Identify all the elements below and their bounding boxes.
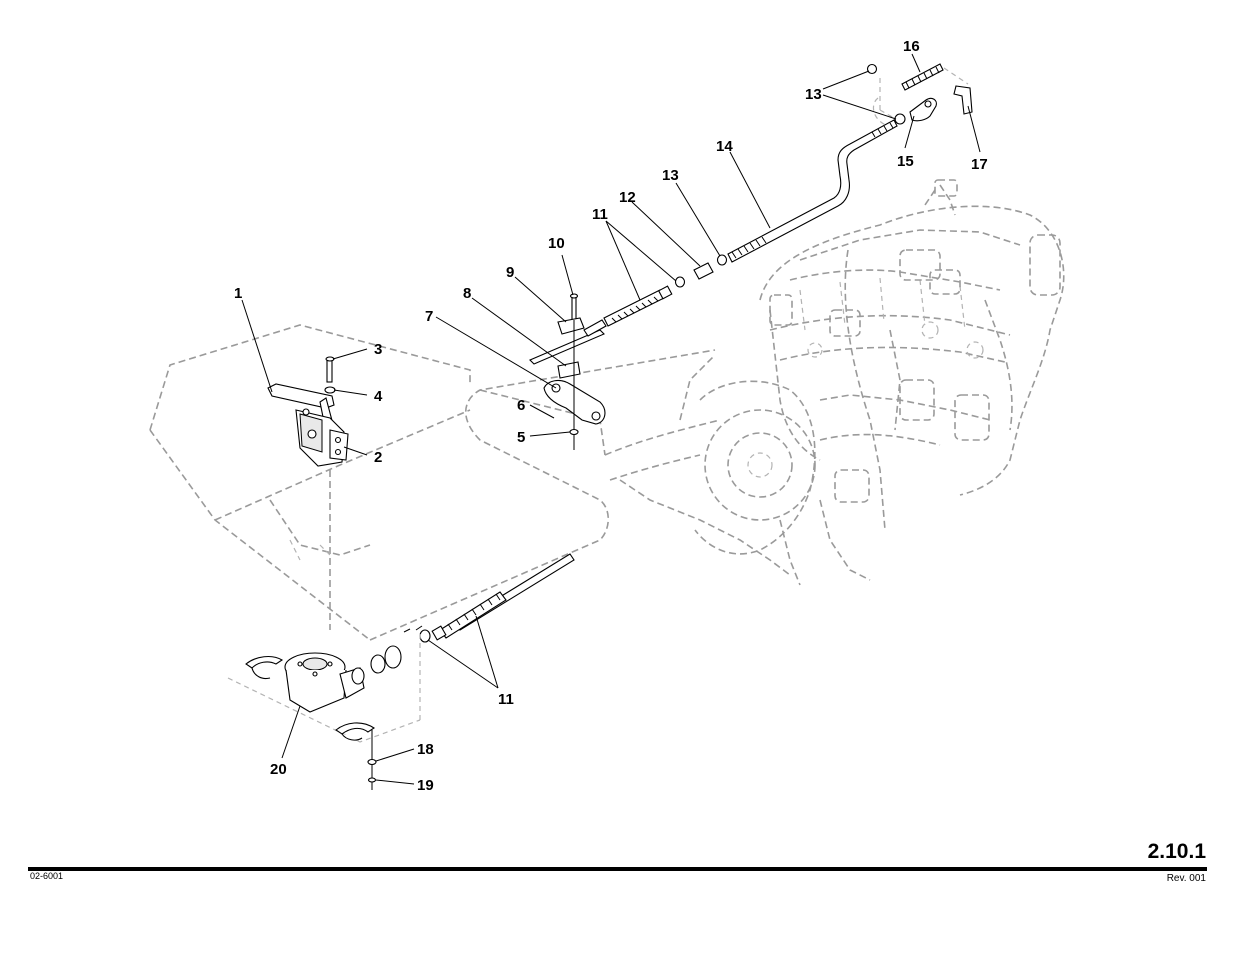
callout-6: 6	[517, 397, 525, 414]
footer-divider	[28, 867, 1207, 871]
throttle-cable-lower	[403, 553, 575, 643]
throttle-rod	[727, 119, 898, 263]
callout-11-upper: 11	[592, 206, 608, 223]
callout-5: 5	[517, 429, 525, 446]
callout-12: 12	[619, 189, 636, 206]
engine-outline	[604, 179, 1065, 586]
rod-end-spring-assembly	[866, 63, 973, 127]
callout-16: 16	[903, 38, 920, 55]
callout-labels: 1 2 3 4 5 6 7 8 9 10 11 11 12 13 13 14 1…	[234, 38, 988, 794]
callout-9: 9	[506, 264, 514, 281]
callout-3: 3	[374, 341, 382, 358]
callout-18: 18	[417, 741, 434, 758]
callout-14: 14	[716, 138, 733, 155]
page-number: 2.10.1	[1147, 840, 1206, 863]
callout-20: 20	[270, 761, 287, 778]
floor-panel-outline	[149, 324, 716, 641]
callout-17: 17	[971, 156, 988, 173]
callout-4: 4	[374, 388, 383, 405]
throttle-lever-assembly	[267, 356, 349, 467]
drawing-number: 02-6001	[30, 871, 64, 881]
callout-15: 15	[897, 153, 914, 170]
callout-1: 1	[234, 285, 242, 302]
callout-13-mid: 13	[662, 167, 679, 184]
callout-11-lower: 11	[498, 691, 514, 708]
callout-2: 2	[374, 449, 382, 466]
leader-lines	[241, 53, 981, 785]
callout-13-top: 13	[805, 86, 822, 103]
pedal-pivot-assembly	[227, 634, 421, 790]
revision-label: Rev. 001	[1166, 873, 1206, 884]
callout-7: 7	[425, 308, 433, 325]
throttle-cable-upper	[583, 254, 728, 337]
callout-19: 19	[417, 777, 434, 794]
cable-bracket-assembly	[529, 293, 606, 450]
callout-8: 8	[463, 285, 471, 302]
callout-10: 10	[548, 235, 565, 252]
